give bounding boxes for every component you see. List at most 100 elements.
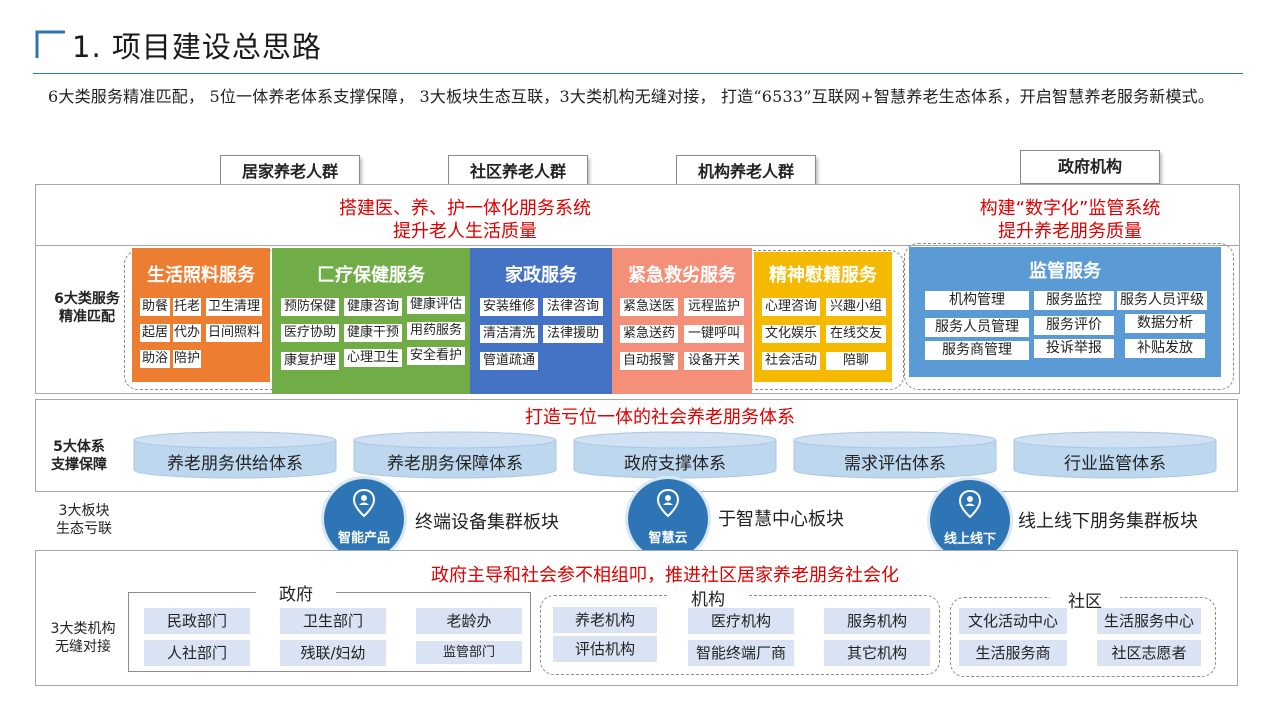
supervision-chip: 数据分析: [1125, 314, 1205, 333]
cylinder-shape: [573, 431, 777, 479]
side-line2: 生态亏联: [56, 521, 112, 537]
service-title: 紧急救劣服务: [628, 265, 736, 286]
org-box: 人社部门: [144, 640, 250, 666]
service-chip: 文化娱乐: [762, 325, 820, 343]
cylinder-shape: [353, 431, 557, 479]
org-box: 养老机构: [553, 607, 657, 633]
left-goal-line2: 提升老人生活质量: [393, 221, 537, 242]
service-spiritual: 精神慰籍服务 心理咨询 兴趣小组 文化娱乐 在线交友 社会活动 陪聊: [754, 252, 892, 382]
side-line2: 支撑保障: [51, 457, 107, 473]
org-box: 社区志愿者: [1097, 640, 1201, 666]
org-box: 民政部门: [144, 608, 250, 634]
system-label: 需求评估体系: [844, 454, 946, 474]
group-title: 社区: [1050, 587, 1120, 612]
service-emergency: 紧急救劣服务 紧急送医 远程监护 紧急送药 一键呼叫 自动报警 设备开关: [612, 248, 752, 394]
service-chip: 管道疏通: [480, 352, 538, 370]
service-chip: 法律咨询: [543, 298, 603, 316]
system-cylinder: 行业监管体系: [1013, 431, 1217, 479]
org-box: 其它机构: [824, 640, 930, 666]
module-label: 于智慧中心板块: [718, 509, 844, 530]
org-box: 服务机构: [824, 608, 930, 634]
service-title: 监管服务: [1029, 261, 1101, 282]
badge-label: 智慧云: [648, 531, 688, 546]
supervision-chip: 服务监控: [1034, 291, 1114, 310]
org-box: 评估机构: [553, 636, 657, 662]
service-medical-care: 匚疗保健服务 预防保健 健康咨询 健康评估 医疗协助 健康干预 用药服务 康复护…: [272, 248, 470, 394]
org-box: 残联/妇幼: [280, 640, 386, 666]
module-badge-online-offline: 线上线下: [930, 480, 1010, 560]
system-cylinder: 需求评估体系: [793, 431, 997, 479]
service-housekeeping: 家政服务 安装维修 法律咨询 清洁清洗 法律援助 管道疏通: [470, 248, 612, 394]
service-supervision: 监管服务 机构管理 服务监控 服务人员评级 服务人员管理 服务评价 数据分析 服…: [909, 247, 1221, 377]
group-title: 机构: [668, 585, 748, 610]
org-box: 智能终端厂商: [688, 640, 794, 666]
system-label: 政府支撑体系: [624, 454, 726, 474]
badge-label: 智能产品: [337, 531, 390, 546]
service-chip: 一键呼叫: [684, 325, 744, 343]
location-pin-icon: [657, 489, 679, 517]
service-chip: 健康干预: [344, 324, 402, 342]
supervision-chip: 服务人员管理: [925, 318, 1029, 337]
system-cylinder: 养老朋务保障体系: [353, 431, 557, 479]
service-chip: 远程监护: [684, 298, 744, 316]
system-label: 行业监管体系: [1064, 454, 1166, 474]
supervision-chip: 服务人员评级: [1117, 291, 1207, 310]
org-box: 生活服务商: [959, 640, 1067, 666]
service-chip: 自动报警: [620, 352, 678, 370]
service-chip: 社会活动: [762, 352, 820, 370]
service-title: 生活照料服务: [147, 265, 255, 286]
module-badge-smart-cloud: 智慧云: [628, 479, 708, 559]
side-line2: 精准匹配: [59, 309, 115, 325]
module-label: 终端设备集群板块: [415, 512, 559, 533]
supervision-chip: 投诉举报: [1034, 339, 1114, 358]
location-pin-icon: [353, 489, 375, 517]
service-chip: 医疗协助: [281, 324, 339, 342]
cylinder-shape: [133, 431, 337, 479]
service-chip: 安装维修: [480, 298, 538, 316]
right-goal-line2: 提升养老朋务质量: [998, 221, 1142, 242]
side-line1: 5大体系: [53, 439, 105, 455]
service-chip: 预防保健: [281, 298, 339, 316]
side-line1: 3大板块: [58, 503, 110, 519]
supervision-dashed-group: [904, 243, 1234, 390]
org-box: 文化活动中心: [959, 608, 1067, 634]
systems-side-label: 5大体系 支撑保障: [40, 438, 118, 474]
modules-side-label: 3大板块 生态亏联: [40, 502, 128, 538]
tab-government: 政府机构: [1020, 150, 1160, 184]
service-chip: 在线交友: [826, 325, 886, 343]
service-chip: 健康咨询: [344, 298, 402, 316]
service-chip: 起居: [140, 324, 170, 342]
service-chip: 健康评估: [407, 296, 465, 314]
side-line2: 无缝对接: [55, 639, 111, 655]
system-label: 养老朋务供给体系: [167, 454, 303, 474]
system-cylinder: 政府支撑体系: [573, 431, 777, 479]
title-bracket-icon: [35, 30, 65, 58]
group-title: 政府: [256, 580, 336, 605]
location-pin-icon: [959, 490, 981, 518]
service-chip: 日间照料: [206, 324, 262, 342]
service-chip: 设备开关: [684, 352, 744, 370]
module-label: 线上线下朋务集群板块: [1018, 511, 1198, 532]
supervision-chip: 机构管理: [925, 291, 1029, 310]
service-chip: 托老: [173, 298, 201, 316]
service-title: 匚疗保健服务: [317, 265, 425, 286]
module-badge-smart-product: 智能产品: [324, 479, 404, 559]
org-box: 卫生部门: [280, 608, 386, 634]
org-box: 老龄办: [416, 608, 522, 634]
service-chip: 用药服务: [407, 322, 465, 340]
org-box: 医疗机构: [688, 608, 794, 634]
supervision-chip: 服务商管理: [925, 341, 1029, 360]
service-chip: 法律援助: [543, 325, 603, 343]
tab-home-elderly: 居家养老人群: [220, 155, 360, 189]
service-chip: 卫生清理: [206, 298, 262, 316]
tab-institution-elderly: 机构养老人群: [676, 155, 816, 189]
institutions-headline: 政府主导和社会参不相组叩，推进社区居家养老朋务社会化: [431, 565, 899, 586]
org-box: 生活服务中心: [1097, 608, 1201, 634]
service-chip: 助浴: [140, 350, 170, 368]
service-chip: 紧急送药: [620, 325, 678, 343]
cylinder-shape: [793, 431, 997, 479]
side-line1: 3大类机构: [50, 621, 116, 637]
service-life-care: 生活照料服务 助餐 托老 卫生清理 起居 代办 日间照料 助浴 陪护: [132, 248, 270, 382]
service-chip: 紧急送医: [620, 298, 678, 316]
right-goal-line1: 构建“数字化”监管系统: [979, 198, 1161, 219]
